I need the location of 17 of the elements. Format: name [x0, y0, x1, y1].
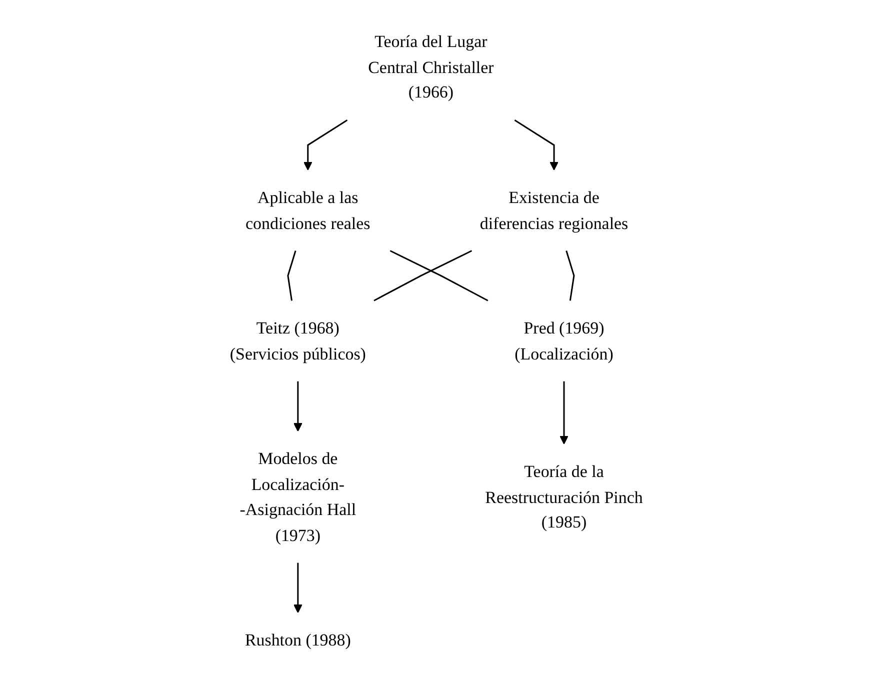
arrow [514, 120, 558, 170]
connector [389, 250, 488, 302]
arrow [559, 381, 568, 444]
node-text: Pred (1969) (Localización) [514, 318, 614, 363]
arrow [303, 120, 348, 170]
node-text: Teoría del Lugar Central Christaller (1966) [368, 32, 494, 102]
arrow [293, 562, 302, 614]
connector [286, 250, 296, 301]
arrow [293, 381, 302, 432]
node-text: Aplicable a las condiciones reales [245, 188, 370, 232]
node-text: Existencia de diferencias regionales [480, 188, 628, 232]
node-text: Rushton (1988) [244, 630, 351, 650]
node-text: Teoría de la Reestructuración Pinch (1985) [484, 462, 642, 532]
connector [373, 250, 472, 302]
connector [565, 250, 574, 301]
node-text: Modelos de Localización- -Asignación Hall (1973) [239, 449, 356, 544]
node-text: Teitz (1968) (Servicios públicos) [230, 318, 366, 363]
